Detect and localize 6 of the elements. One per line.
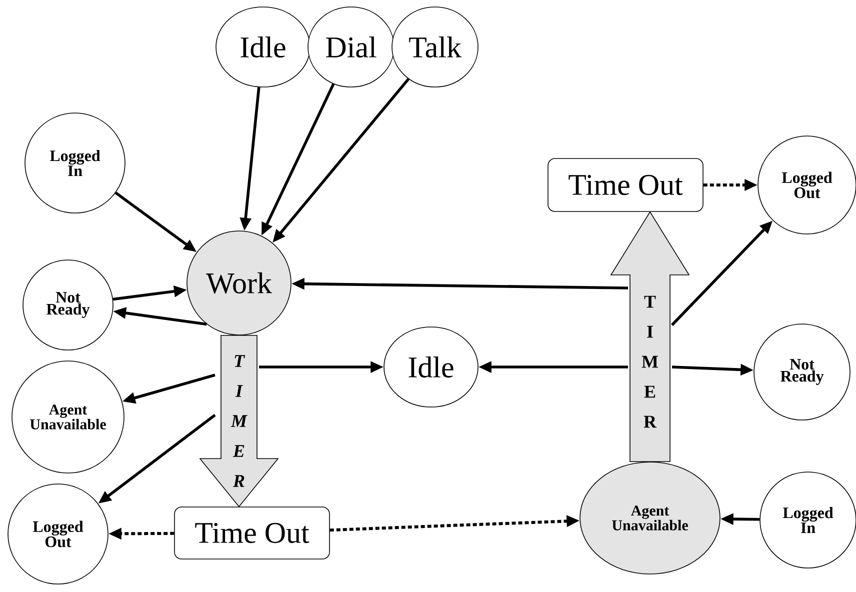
block-arrow	[199, 335, 279, 508]
timeout-box: Time Out	[174, 506, 330, 560]
edge-label: T I M E R	[642, 296, 658, 428]
block-arrow	[610, 211, 690, 462]
timeout-box: Time Out	[548, 158, 704, 212]
edge-label: T I M E R	[230, 355, 248, 487]
